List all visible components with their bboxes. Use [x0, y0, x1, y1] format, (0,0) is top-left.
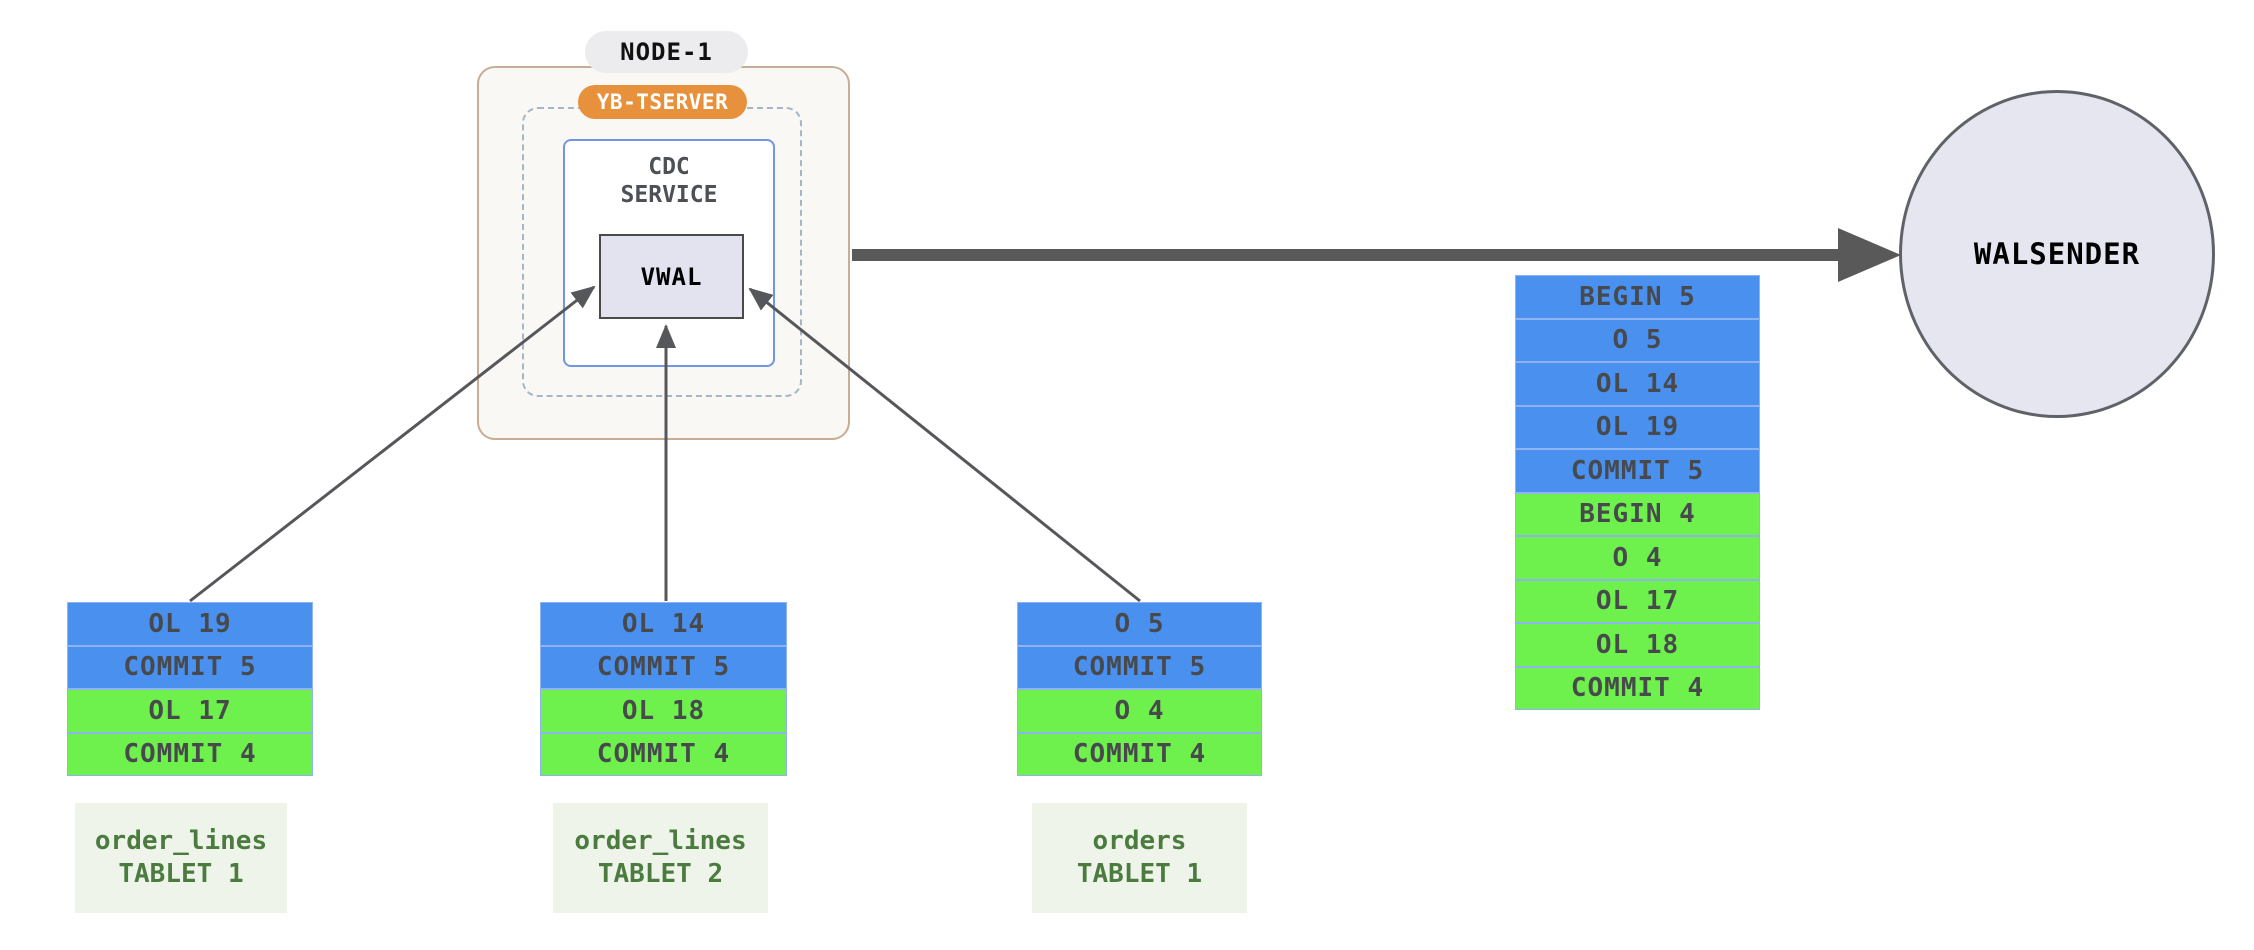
tablet-1-label: order_lines TABLET 1	[75, 803, 287, 913]
wal-record: OL 18	[540, 689, 787, 733]
tablet-3-stack: O 5 COMMIT 5 O 4 COMMIT 4	[1017, 602, 1262, 776]
tablet-3-table-name: orders	[1092, 826, 1187, 856]
wal-record: COMMIT 4	[540, 732, 787, 776]
wal-record: OL 14	[540, 602, 787, 646]
wal-record: OL 19	[1515, 405, 1760, 449]
wal-record: COMMIT 5	[67, 645, 313, 689]
tablet-1-table-name: order_lines	[94, 826, 268, 856]
wal-record: O 4	[1017, 689, 1262, 733]
wal-record: COMMIT 5	[540, 645, 787, 689]
wal-record: OL 18	[1515, 623, 1760, 667]
wal-record: COMMIT 4	[1017, 732, 1262, 776]
cdc-service-label-line2: SERVICE	[620, 182, 718, 208]
cdc-service-box: CDC SERVICE	[563, 139, 775, 367]
wal-record: BEGIN 4	[1515, 492, 1760, 536]
arrow-vwal-to-walsender-head	[1838, 228, 1901, 282]
walsender-circle: WALSENDER	[1899, 90, 2215, 418]
wal-record: COMMIT 5	[1017, 645, 1262, 689]
wal-record: COMMIT 5	[1515, 449, 1760, 493]
wal-record: O 5	[1017, 602, 1262, 646]
wal-record: OL 17	[1515, 579, 1760, 623]
wal-record: OL 19	[67, 602, 313, 646]
tablet-3-label: orders TABLET 1	[1032, 803, 1247, 913]
tablet-1-stack: OL 19 COMMIT 5 OL 17 COMMIT 4	[67, 602, 313, 776]
cdc-service-label-line1: CDC	[648, 154, 690, 180]
tablet-2-label: order_lines TABLET 2	[553, 803, 768, 913]
wal-record: COMMIT 4	[1515, 666, 1760, 710]
tablet-2-table-name: order_lines	[574, 826, 747, 856]
tablet-3-tablet-id: TABLET 1	[1076, 859, 1203, 889]
wal-record: COMMIT 4	[67, 732, 313, 776]
vwal-box: VWAL	[599, 234, 744, 319]
wal-record: OL 17	[67, 689, 313, 733]
wal-record: O 5	[1515, 318, 1760, 362]
tablet-2-stack: OL 14 COMMIT 5 OL 18 COMMIT 4	[540, 602, 787, 776]
wal-record: O 4	[1515, 536, 1760, 580]
wal-record: BEGIN 5	[1515, 275, 1760, 319]
yb-tserver-badge: YB-TSERVER	[578, 85, 747, 119]
wal-record: OL 14	[1515, 362, 1760, 406]
merged-stream-stack: BEGIN 5 O 5 OL 14 OL 19 COMMIT 5 BEGIN 4…	[1515, 275, 1760, 710]
node-1-title: NODE-1	[585, 31, 748, 73]
tablet-2-tablet-id: TABLET 2	[597, 859, 724, 889]
tablet-1-tablet-id: TABLET 1	[118, 859, 244, 889]
